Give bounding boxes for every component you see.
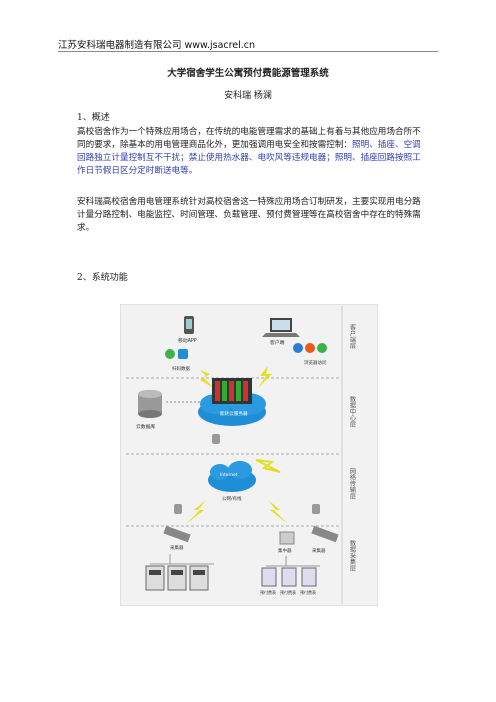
laptop-icon (262, 318, 300, 337)
prepaid-meter-label: 预付费表 (280, 589, 296, 595)
layer-label-collection: 数据采集层 (349, 539, 356, 572)
lock-icon (212, 434, 220, 444)
overview-text: 高校宿舍作为一个特殊应用场合，在传统的电能管理需求的基础上有着与其他应用场合所不… (77, 127, 421, 150)
lock-icon (174, 504, 182, 514)
lock-icon (312, 504, 320, 514)
internet-label: Internet (220, 472, 238, 478)
section-heading-overview: 1、概述 (77, 113, 110, 123)
energy-meter-icon (145, 565, 209, 591)
document-title: 大学宿舍学生公寓预付费能源管理系统 (167, 68, 329, 79)
overview-highlight-text: 照明、插座、空调回路独立计量控制互不干扰；禁止使用热水器、电吹风等违规电器；照明… (77, 140, 421, 176)
overview-paragraph: 高校宿舍作为一个特殊应用场合，在传统的电能管理需求的基础上有着与其他应用场合所不… (77, 126, 429, 178)
ie-browser-icon (293, 343, 303, 353)
alipay-icon (178, 349, 188, 359)
terminal-label: 集中器 (278, 547, 292, 554)
layer-label-network: 网络传输层 (349, 468, 356, 500)
wireless-link-icon (258, 366, 272, 388)
browser-label: 浏览器访问 (304, 359, 327, 366)
collector-device-icon (163, 525, 191, 543)
apps-label: 扫码数据 (172, 365, 190, 372)
internet-cloud-icon (208, 461, 256, 492)
client-label: 客户端 (270, 339, 285, 346)
database-label: 云数据库 (136, 423, 155, 430)
chrome-browser-icon (317, 343, 327, 353)
prepaid-meter-label: 预付费表 (300, 589, 316, 595)
database-icon (138, 390, 162, 418)
system-architecture-diagram: 客户端层 数据中心层 网络传输层 数据采集层 移动APP 扫码数据 客户端 浏览… (119, 303, 379, 607)
system-intro-paragraph: 安科瑞高校宿舍用电管理系统针对高校宿舍这一特殊应用场合订制研发，主要实现用电分路… (77, 197, 421, 233)
layer-label-client: 客户端层 (349, 323, 356, 350)
firefox-browser-icon (305, 343, 315, 353)
diagram-background (119, 303, 379, 607)
concentrator-device-icon (279, 531, 295, 545)
wireless-link-icon (200, 370, 214, 388)
layer-label-datacenter: 数据中心层 (349, 395, 356, 428)
collector-left-label: 采集器 (170, 544, 184, 551)
collector-right-label: 采集器 (312, 547, 326, 554)
mobile-app-label: 移动APP (178, 337, 197, 344)
network-label: 公网/有线 (222, 495, 242, 502)
cloud-server-icon (198, 378, 266, 426)
prepaid-meter-icon (261, 567, 317, 587)
prepaid-meter-label: 预付费表 (260, 589, 276, 595)
cloud-server-label: 能耗云服务器 (220, 410, 248, 417)
wireless-link-icon (255, 459, 281, 473)
document-author: 安科瑞 杨澜 (224, 91, 272, 101)
wechat-icon (165, 349, 175, 359)
header-divider (58, 51, 438, 52)
wireless-link-icon (186, 500, 206, 524)
collector-device-icon (311, 525, 339, 543)
section-heading-functions: 2、系统功能 (77, 273, 128, 283)
page-header: 江苏安科瑞电器制造有限公司 www.jsacrel.cn (58, 40, 256, 51)
wireless-link-icon (268, 500, 288, 524)
mobile-phone-icon (184, 316, 194, 334)
